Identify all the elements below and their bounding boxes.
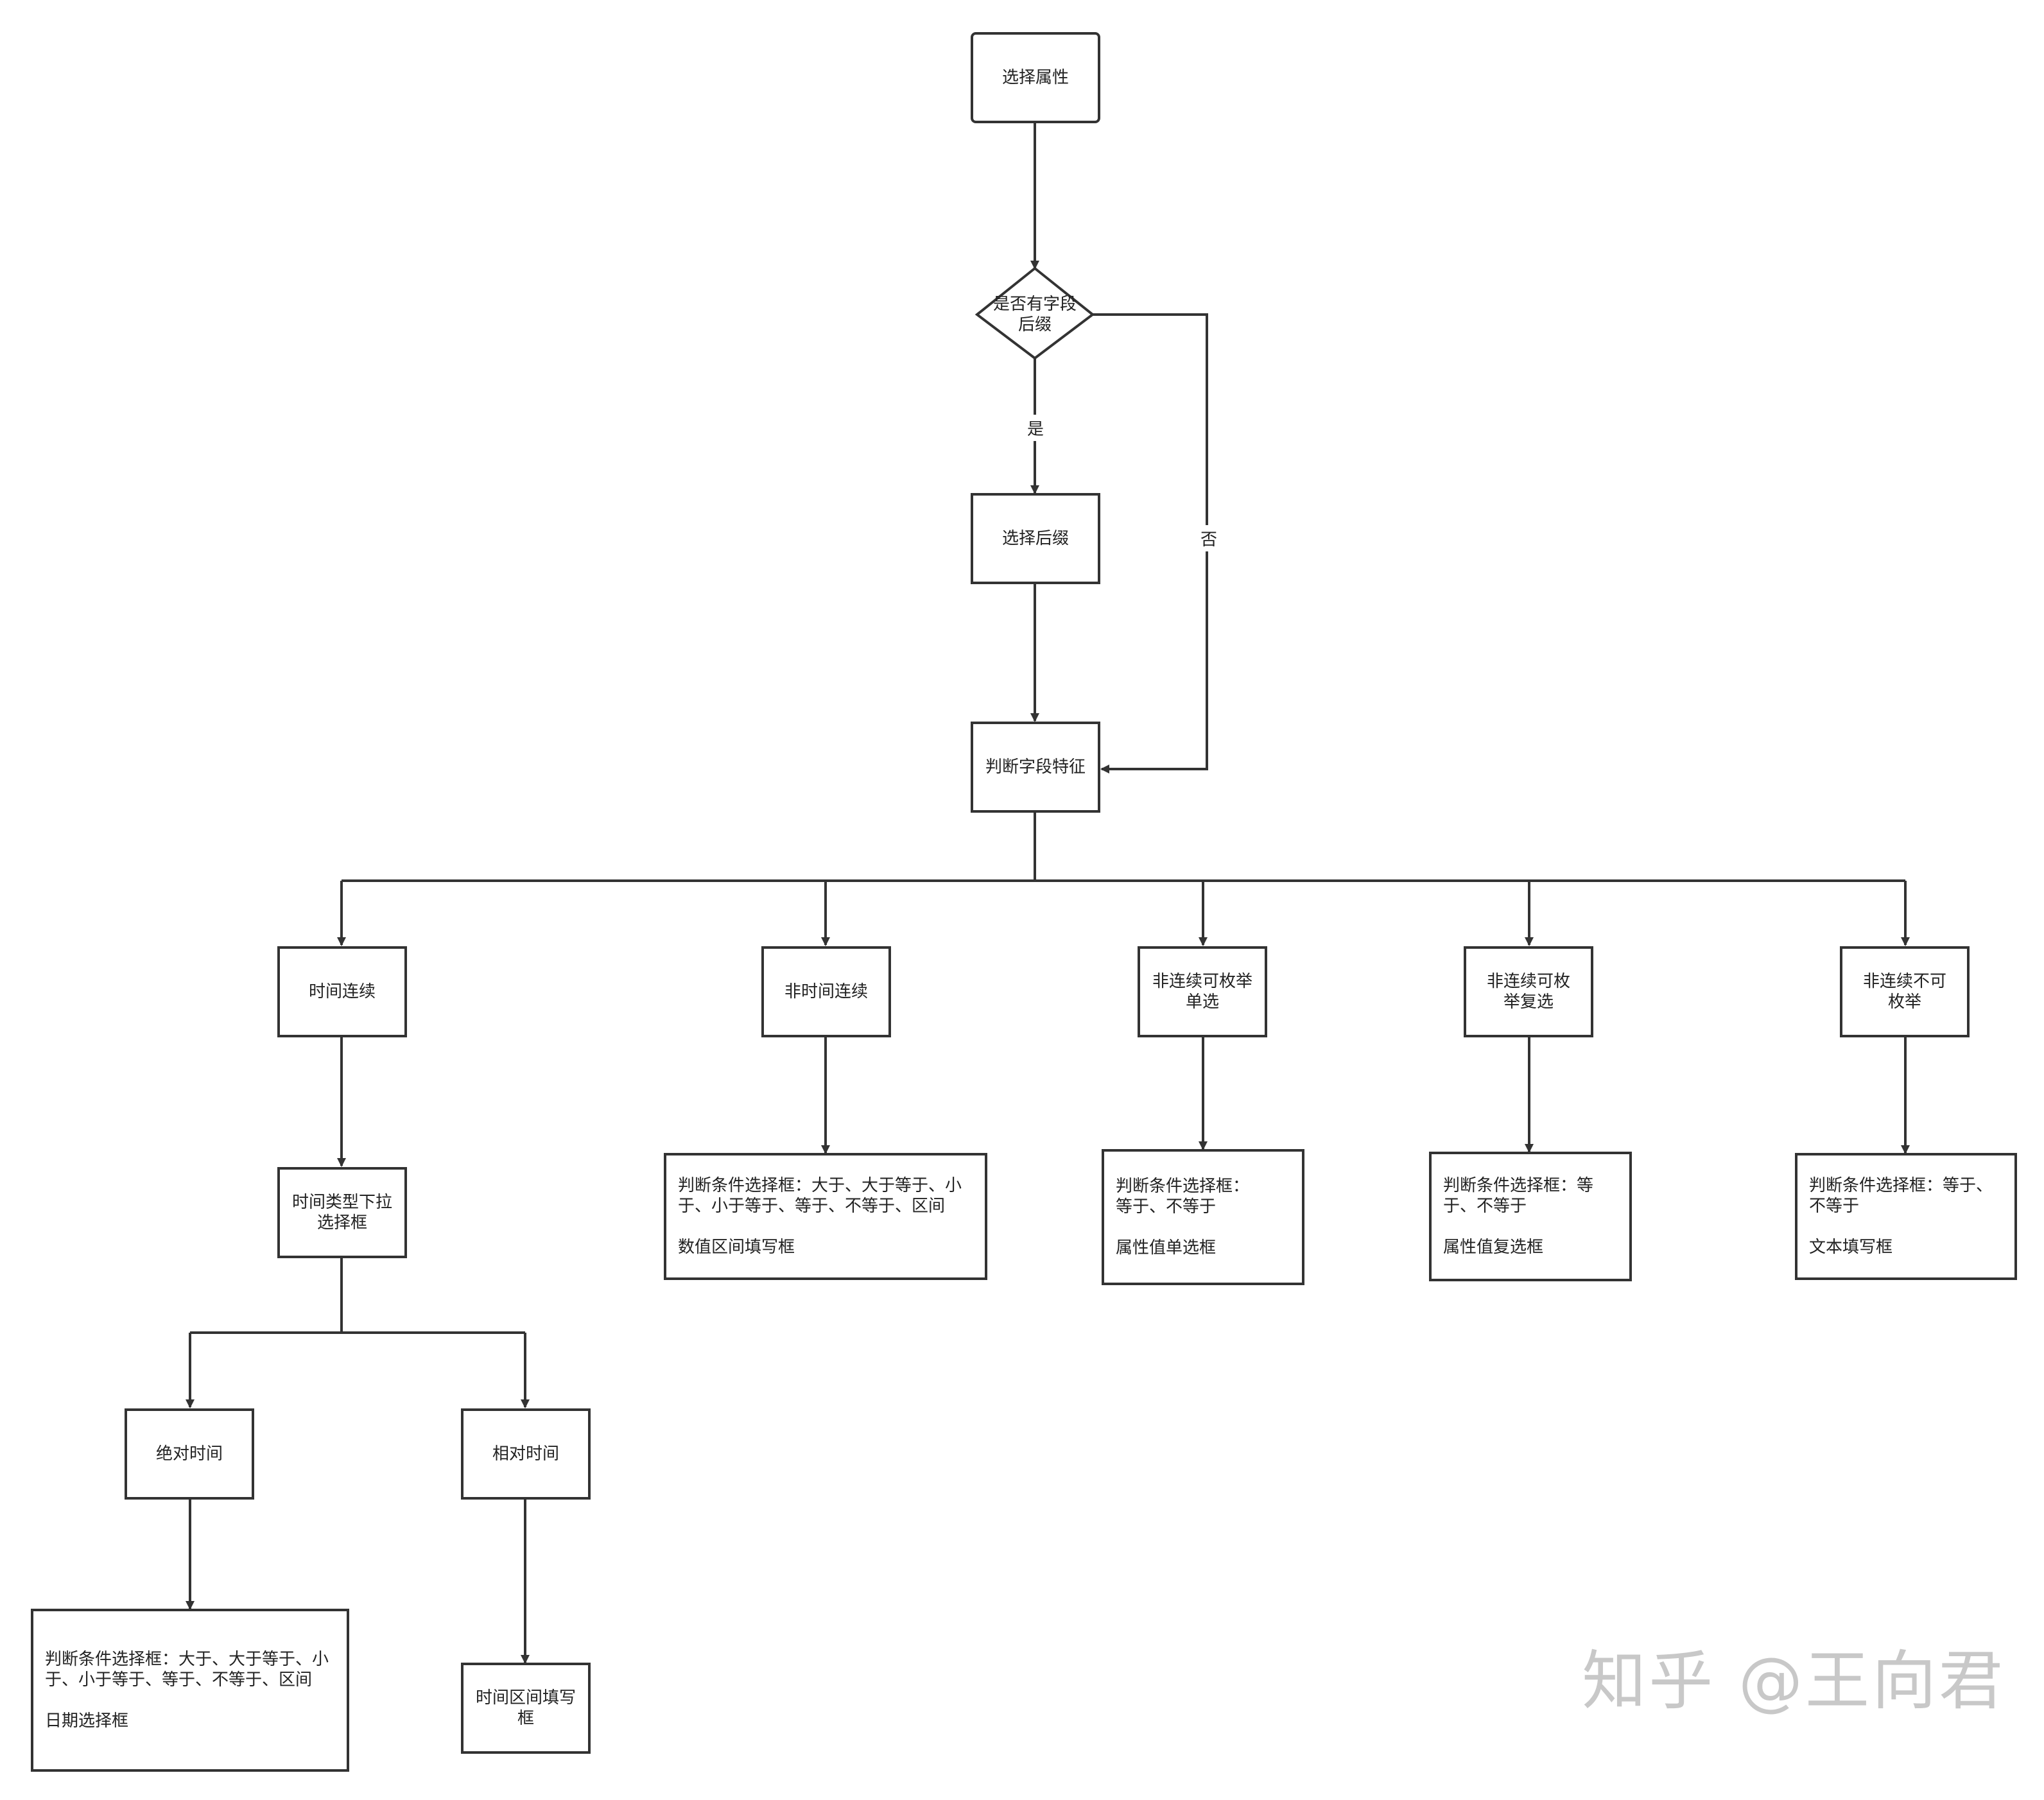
node-relative-time: 相对时间	[461, 1408, 591, 1500]
node-non-time-continuous: 非时间连续	[761, 946, 891, 1037]
node-time-continuous: 时间连续	[277, 946, 407, 1037]
node-select-attribute: 选择属性	[971, 32, 1100, 123]
node-time-type-dropdown: 时间类型下拉 选择框	[277, 1167, 407, 1258]
node-date-detail: 判断条件选择框：大于、大于等于、小 于、小于等于、等于、不等于、区间 日期选择框	[31, 1609, 349, 1772]
node-discrete-nonenum: 非连续不可 枚举	[1840, 946, 1970, 1037]
node-absolute-time: 绝对时间	[125, 1408, 254, 1500]
edge-label-no: 否	[1198, 525, 1220, 551]
node-select-suffix: 选择后缀	[971, 493, 1100, 584]
edge-label-yes: 是	[1025, 415, 1047, 441]
node-single-detail: 判断条件选择框： 等于、不等于 属性值单选框	[1102, 1149, 1304, 1285]
node-time-range-input: 时间区间填写 框	[461, 1663, 591, 1754]
node-judge-feature: 判断字段特征	[971, 722, 1100, 813]
node-discrete-single: 非连续可枚举 单选	[1138, 946, 1267, 1037]
node-numeric-detail: 判断条件选择框：大于、大于等于、小 于、小于等于、等于、不等于、区间 数值区间填…	[664, 1153, 987, 1280]
node-discrete-multi: 非连续可枚 举复选	[1464, 946, 1593, 1037]
decision-diamond	[974, 266, 1095, 360]
edge-decision-no	[1093, 313, 1208, 774]
zhihu-watermark: 知乎 @王向君	[1582, 1643, 2005, 1718]
node-multi-detail: 判断条件选择框：等 于、不等于 属性值复选框	[1429, 1152, 1632, 1281]
decision-has-suffix: 是否有字段 后缀	[992, 295, 1077, 334]
node-text-detail: 判断条件选择框：等于、 不等于 文本填写框	[1795, 1153, 2017, 1280]
